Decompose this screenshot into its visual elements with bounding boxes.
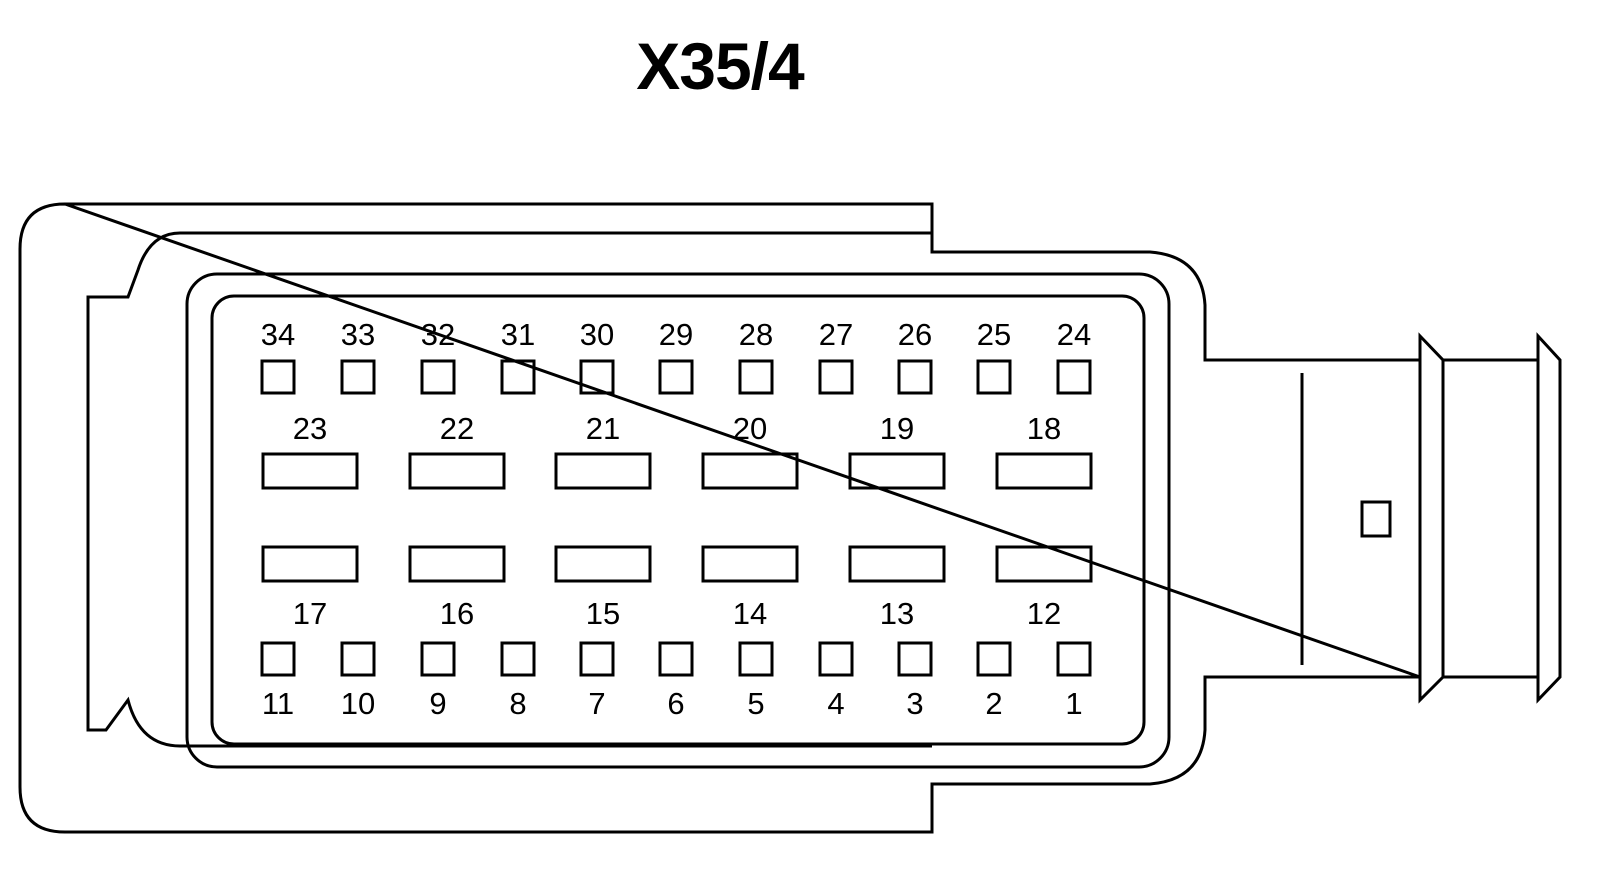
- pin-cavity-14: [701, 545, 799, 583]
- pin-cavity-5: [738, 641, 774, 677]
- pin-label-17: 17: [293, 596, 327, 631]
- pin-label-4: 4: [827, 686, 844, 721]
- cavity-outer-border: [185, 272, 1171, 769]
- pin-label-30: 30: [580, 317, 614, 352]
- pin-cavity-7: [579, 641, 615, 677]
- pin-label-5: 5: [747, 686, 764, 721]
- pin-cavity-2: [976, 641, 1012, 677]
- pin-cavity-29: [658, 359, 694, 395]
- pin-cavity-21: [554, 452, 652, 490]
- inner-shroud-outline: [86, 231, 932, 748]
- pin-label-9: 9: [429, 686, 446, 721]
- pin-cavity-3: [897, 641, 933, 677]
- pin-cavity-11: [260, 641, 296, 677]
- pin-label-24: 24: [1057, 317, 1091, 352]
- pin-cavity-24: [1056, 359, 1092, 395]
- tail-ridge-2: [1536, 332, 1562, 704]
- pin-cavity-6: [658, 641, 694, 677]
- pin-cavity-17: [261, 545, 359, 583]
- pin-cavity-31: [500, 359, 536, 395]
- pin-cavity-4: [818, 641, 854, 677]
- pin-label-7: 7: [588, 686, 605, 721]
- pin-cavity-28: [738, 359, 774, 395]
- pin-cavity-13: [848, 545, 946, 583]
- pin-label-14: 14: [733, 596, 767, 631]
- pin-label-22: 22: [440, 411, 474, 446]
- pin-label-25: 25: [977, 317, 1011, 352]
- pin-cavity-16: [408, 545, 506, 583]
- pin-label-23: 23: [293, 411, 327, 446]
- pin-label-27: 27: [819, 317, 853, 352]
- pin-label-19: 19: [880, 411, 914, 446]
- pin-label-16: 16: [440, 596, 474, 631]
- pin-cavity-18: [995, 452, 1093, 490]
- pin-label-3: 3: [906, 686, 923, 721]
- pin-cavity-27: [818, 359, 854, 395]
- pin-cavity-1: [1056, 641, 1092, 677]
- pin-cavity-26: [897, 359, 933, 395]
- pin-cavity-9: [420, 641, 456, 677]
- pin-label-13: 13: [880, 596, 914, 631]
- pin-label-20: 20: [733, 411, 767, 446]
- pin-cavity-25: [976, 359, 1012, 395]
- pin-cavity-10: [340, 641, 376, 677]
- pin-label-32: 32: [421, 317, 455, 352]
- cavity-inner-border: [210, 294, 1146, 746]
- pin-label-2: 2: [985, 686, 1002, 721]
- pin-cavity-20: [701, 452, 799, 490]
- pin-cavity-15: [554, 545, 652, 583]
- pin-label-15: 15: [586, 596, 620, 631]
- pin-label-18: 18: [1027, 411, 1061, 446]
- pin-label-33: 33: [341, 317, 375, 352]
- tail-ridge-1: [1418, 332, 1445, 704]
- connector-title: X35/4: [636, 29, 804, 103]
- pin-label-8: 8: [509, 686, 526, 721]
- pin-label-21: 21: [586, 411, 620, 446]
- pin-label-31: 31: [501, 317, 535, 352]
- pin-cavity-19: [848, 452, 946, 490]
- pin-label-11: 11: [262, 686, 294, 721]
- pin-label-6: 6: [667, 686, 684, 721]
- pin-cavity-12: [995, 545, 1093, 583]
- latch-window: [1360, 500, 1392, 538]
- pin-cavity-23: [261, 452, 359, 490]
- outer-housing-outline: [18, 202, 1421, 834]
- pin-label-34: 34: [261, 317, 295, 352]
- pin-label-12: 12: [1027, 596, 1061, 631]
- pin-label-1: 1: [1065, 686, 1082, 721]
- connector-housing: [18, 202, 1562, 834]
- pin-label-26: 26: [898, 317, 932, 352]
- pin-label-28: 28: [739, 317, 773, 352]
- pin-cavity-32: [420, 359, 456, 395]
- pin-cavity-34: [260, 359, 296, 395]
- pin-label-10: 10: [341, 686, 375, 721]
- pin-cavity-30: [579, 359, 615, 395]
- pin-cavity-33: [340, 359, 376, 395]
- pin-cavity-22: [408, 452, 506, 490]
- pin-cavity-8: [500, 641, 536, 677]
- pin-label-29: 29: [659, 317, 693, 352]
